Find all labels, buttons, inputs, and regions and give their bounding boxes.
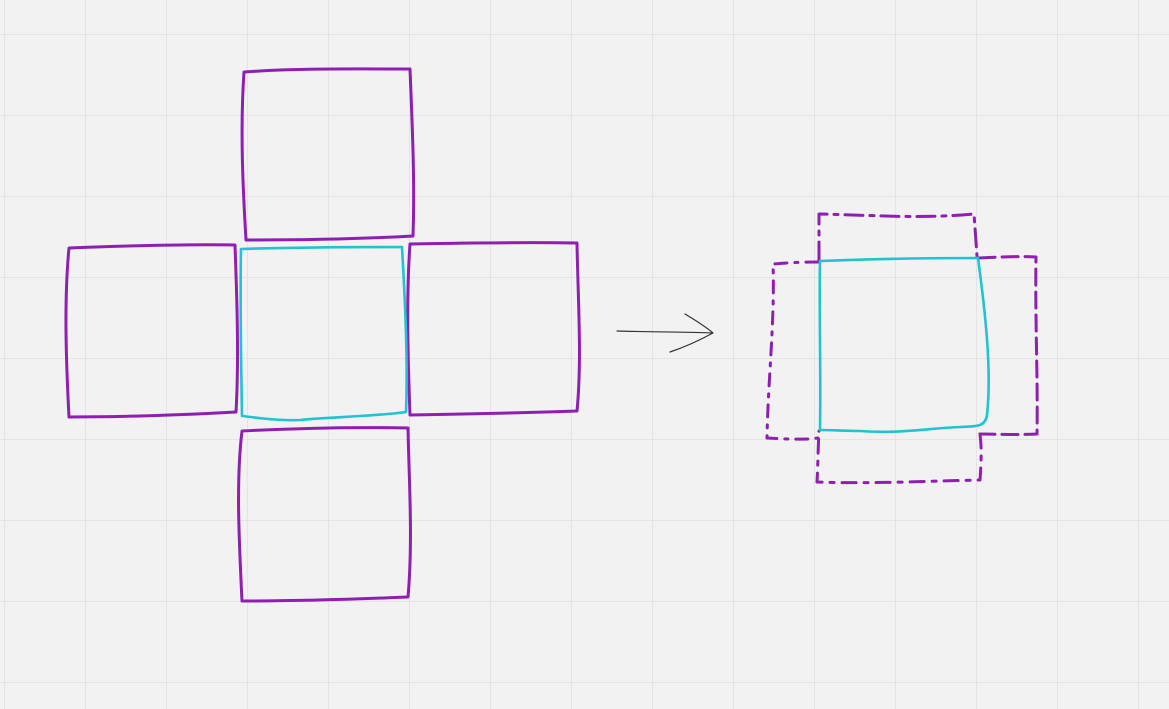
dashed-right-outline[interactable] [977,255,1039,436]
right-center-square[interactable] [818,256,990,434]
left-square[interactable] [64,243,240,419]
right-square[interactable] [406,241,581,417]
right-arrow[interactable] [616,313,714,353]
left-cross-figure [64,67,581,603]
bottom-square[interactable] [237,426,412,603]
dashed-top-outline[interactable] [817,212,979,262]
right-overlap-figure [765,212,1039,485]
top-square[interactable] [240,67,416,242]
dashed-left-outline[interactable] [765,260,820,441]
dashed-bottom-outline[interactable] [815,429,983,485]
center-square[interactable] [239,245,408,422]
